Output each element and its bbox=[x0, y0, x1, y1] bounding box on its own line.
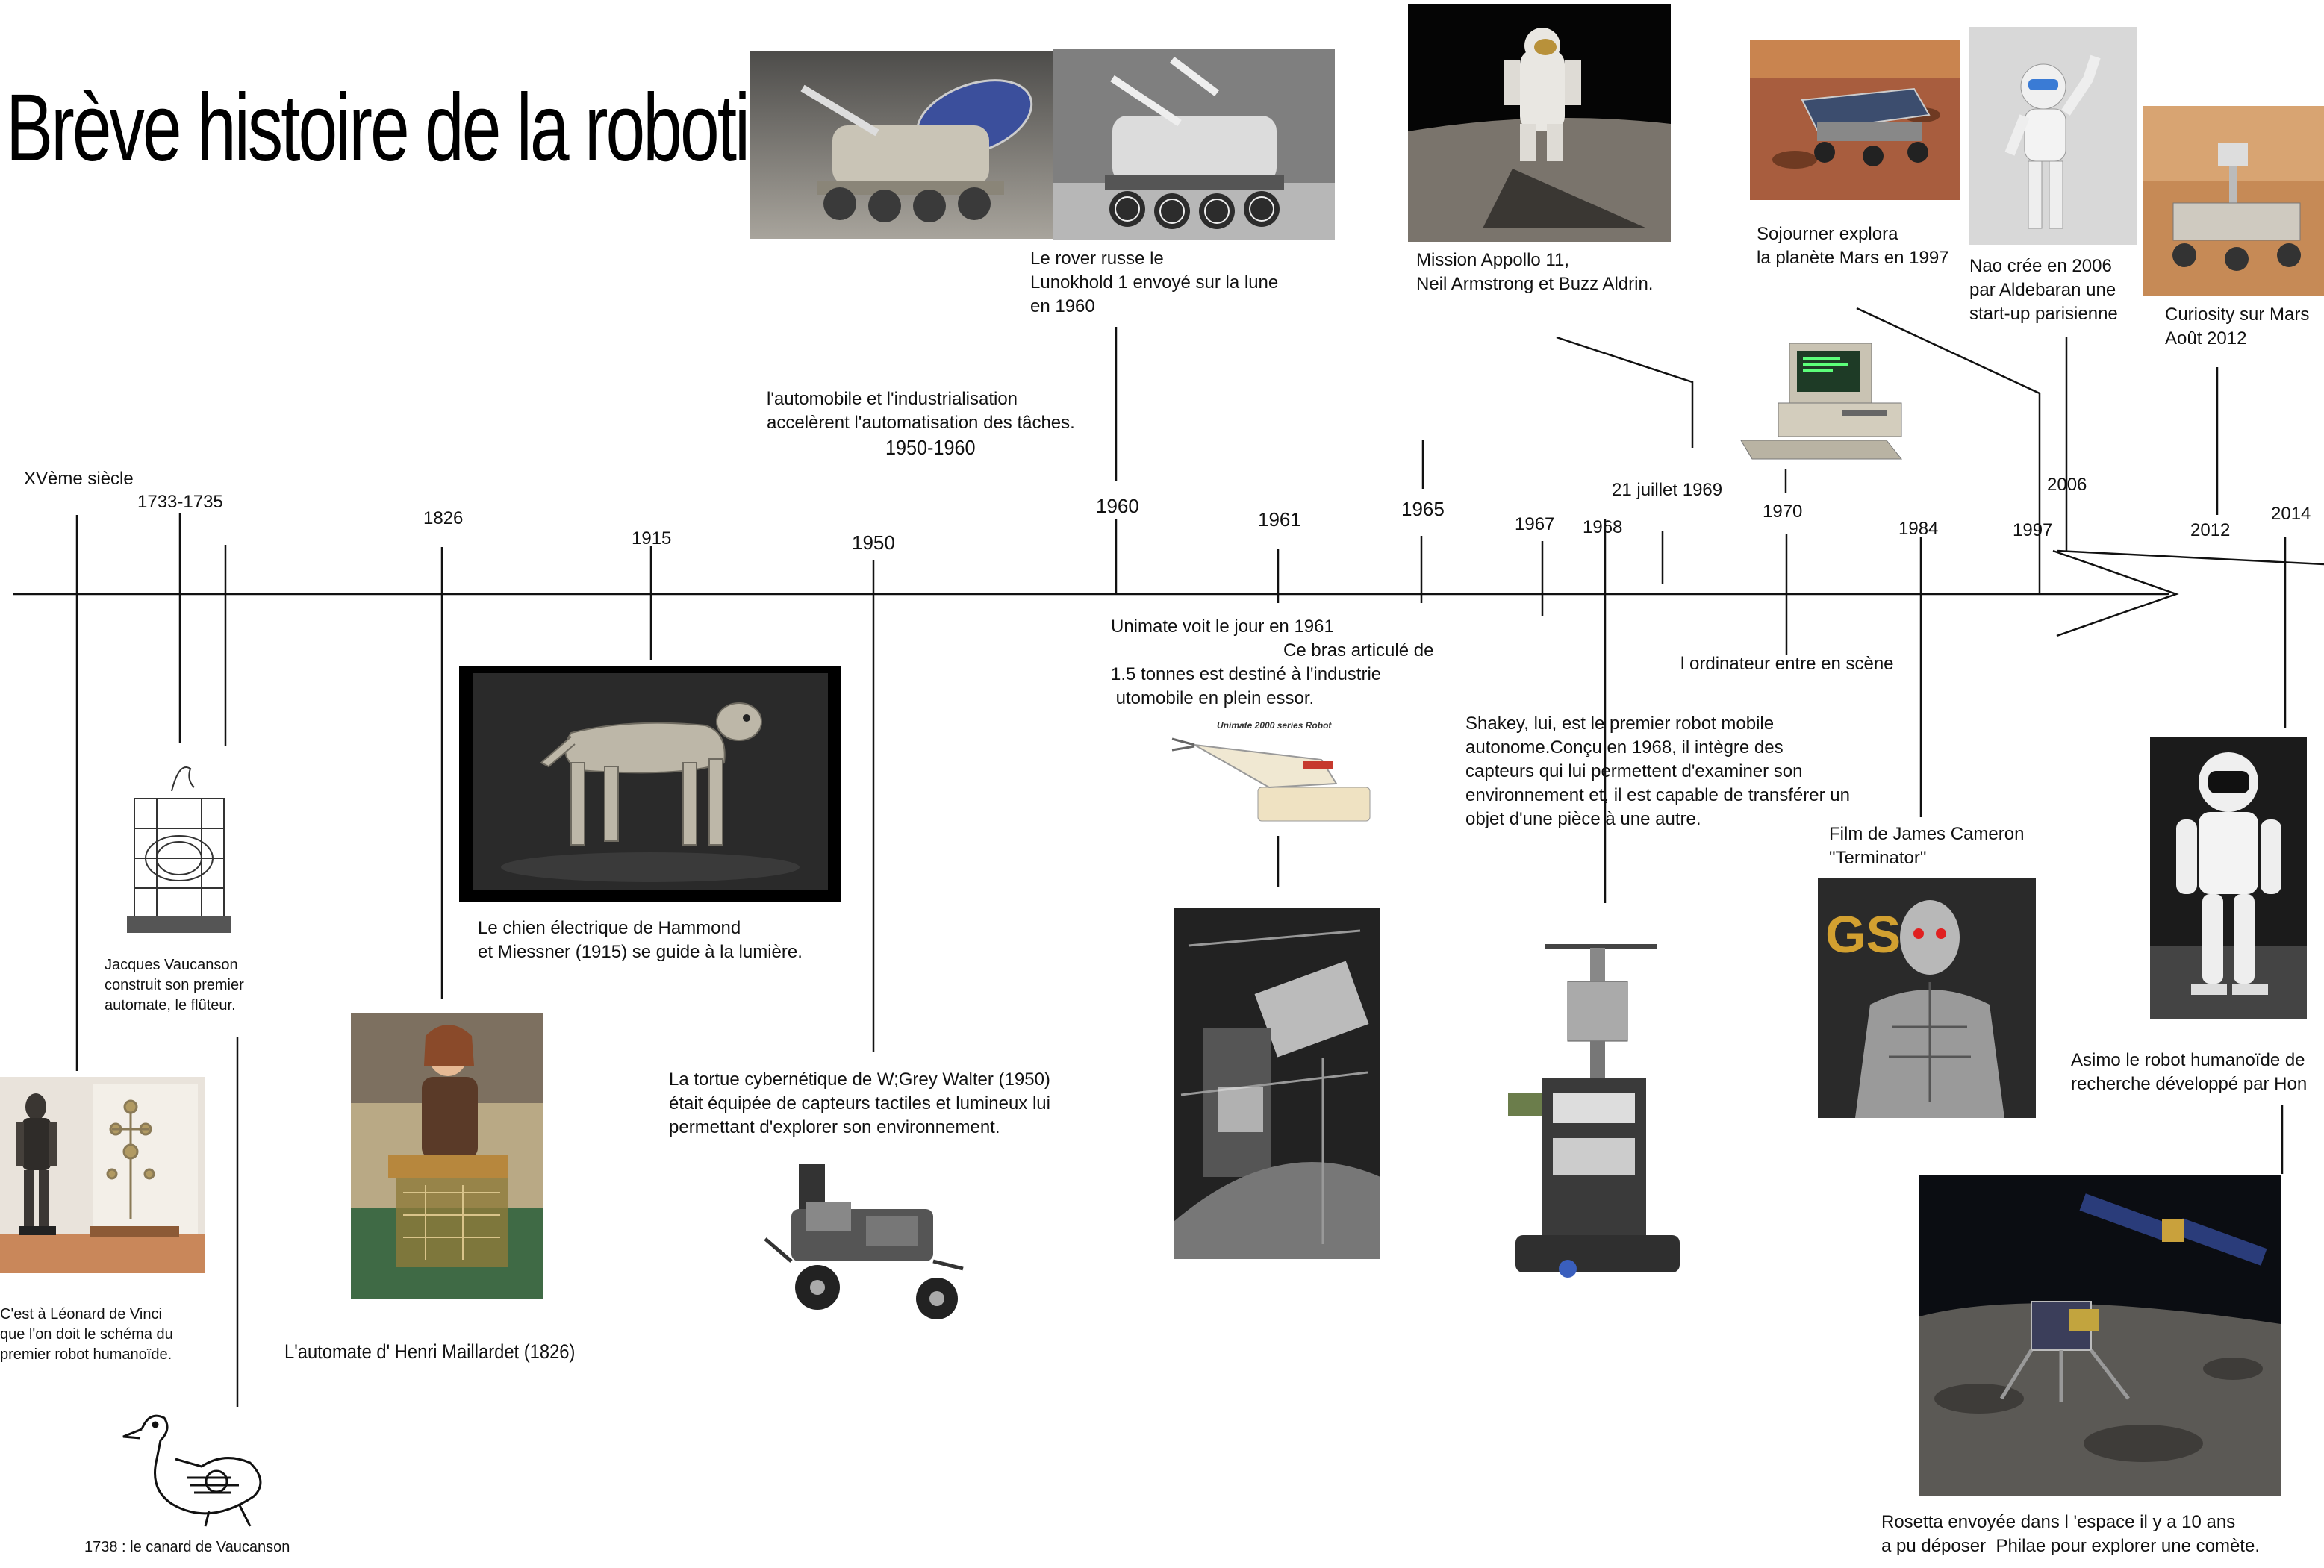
year-label: 1967 bbox=[1515, 514, 1555, 534]
caption-maillardet: L'automate d' Henri Maillardet (1826) bbox=[284, 1340, 576, 1363]
timeline-arrowhead bbox=[2052, 549, 2179, 637]
year-label: XVème siècle bbox=[24, 469, 134, 489]
electric-dog-photo bbox=[459, 666, 841, 902]
terminator-photo: GS bbox=[1818, 878, 2036, 1118]
curiosity-rover-photo bbox=[2143, 106, 2324, 296]
caption-chien: Le chien électrique de Hammond et Miessn… bbox=[478, 918, 803, 962]
caption-asimo: Asimo le robot humanoïde de recherche dé… bbox=[2071, 1050, 2308, 1094]
ibm-pc-photo bbox=[1737, 340, 1911, 465]
year-label: 2006 bbox=[2047, 475, 2087, 495]
sojourner-rover-photo bbox=[1750, 40, 1960, 200]
shakey-robot-photo bbox=[1478, 937, 1732, 1291]
caption-vinci: C'est à Léonard de Vinci que l'on doit l… bbox=[0, 1306, 173, 1363]
caption-apollo: Mission Appollo 11, Neil Armstrong et Bu… bbox=[1416, 250, 1654, 294]
caption-industrie-years: 1950-1960 bbox=[885, 436, 976, 459]
year-label: 21 juillet 1969 bbox=[1612, 480, 1723, 500]
caption-vaucanson: Jacques Vaucanson construit son premier … bbox=[105, 957, 244, 1013]
caption-nao: Nao crée en 2006 par Aldebaran une start… bbox=[1969, 256, 2118, 324]
caption-shakey: Shakey, lui, est le premier robot mobile… bbox=[1465, 713, 1850, 829]
caption-industrie: l'automobile et l'industrialisation acce… bbox=[767, 389, 1075, 433]
year-label: 1997 bbox=[2013, 520, 2053, 540]
caption-curiosity: Curiosity sur Mars Août 2012 bbox=[2165, 304, 2310, 349]
svg-text:GS: GS bbox=[1825, 905, 1901, 963]
maillardet-automaton-photo bbox=[351, 1013, 543, 1299]
page-title: Brève histoire de la robotique bbox=[6, 75, 862, 181]
rosetta-philae-photo bbox=[1919, 1175, 2281, 1496]
year-label: 1968 bbox=[1583, 517, 1623, 537]
caption-unimate-3: 1.5 tonnes est destiné à l'industrie uto… bbox=[1111, 664, 1382, 708]
year-label: 1970 bbox=[1763, 502, 1803, 522]
caption-canard: 1738 : le canard de Vaucanson bbox=[84, 1539, 290, 1555]
year-label: 1984 bbox=[1898, 519, 1939, 539]
caption-unimate-2: Ce bras articulé de bbox=[1283, 640, 1434, 660]
year-label: 1961 bbox=[1258, 508, 1301, 531]
apollo-astronaut-photo bbox=[1408, 4, 1671, 242]
unimate-factory-photo bbox=[1174, 908, 1380, 1259]
year-label: 1950 bbox=[852, 531, 895, 554]
caption-terminator: Film de James Cameron "Terminator" bbox=[1829, 824, 2025, 868]
knight-armor-photo bbox=[0, 1077, 205, 1273]
lunokhod-rover-photo bbox=[750, 51, 1053, 239]
caption-ordinateur: l ordinateur entre en scène bbox=[1680, 654, 1894, 674]
year-label: 1733-1735 bbox=[137, 492, 223, 512]
unimate-photo-label: Unimate 2000 series Robot bbox=[1217, 720, 1332, 731]
duck-automaton-drawing bbox=[119, 1407, 284, 1534]
year-label: 1965 bbox=[1401, 498, 1445, 520]
cybernetic-tortoise-photo bbox=[747, 1149, 982, 1340]
year-label: 2012 bbox=[2190, 520, 2231, 540]
asimo-robot-photo bbox=[2150, 737, 2307, 1019]
year-label: 1915 bbox=[632, 528, 672, 549]
flute-automaton-photo bbox=[119, 746, 243, 939]
caption-lunokhod: Le rover russe le Lunokhold 1 envoyé sur… bbox=[1030, 249, 1279, 316]
year-label: 2014 bbox=[2271, 504, 2311, 524]
year-label: 1826 bbox=[423, 508, 464, 528]
caption-sojourner: Sojourner explora la planète Mars en 199… bbox=[1757, 224, 1949, 268]
nao-robot-photo bbox=[1969, 27, 2137, 245]
unimate-arm-photo: Unimate 2000 series Robot bbox=[1165, 716, 1381, 828]
year-label: 1960 bbox=[1096, 495, 1139, 517]
caption-tortue: La tortue cybernétique de W;Grey Walter … bbox=[669, 1069, 1050, 1137]
caption-rosetta: Rosetta envoyée dans l 'espace il y a 10… bbox=[1881, 1512, 2260, 1556]
caption-unimate-1: Unimate voit le jour en 1961 bbox=[1111, 616, 1334, 637]
lunokhod-rover-bw-photo bbox=[1053, 49, 1335, 240]
